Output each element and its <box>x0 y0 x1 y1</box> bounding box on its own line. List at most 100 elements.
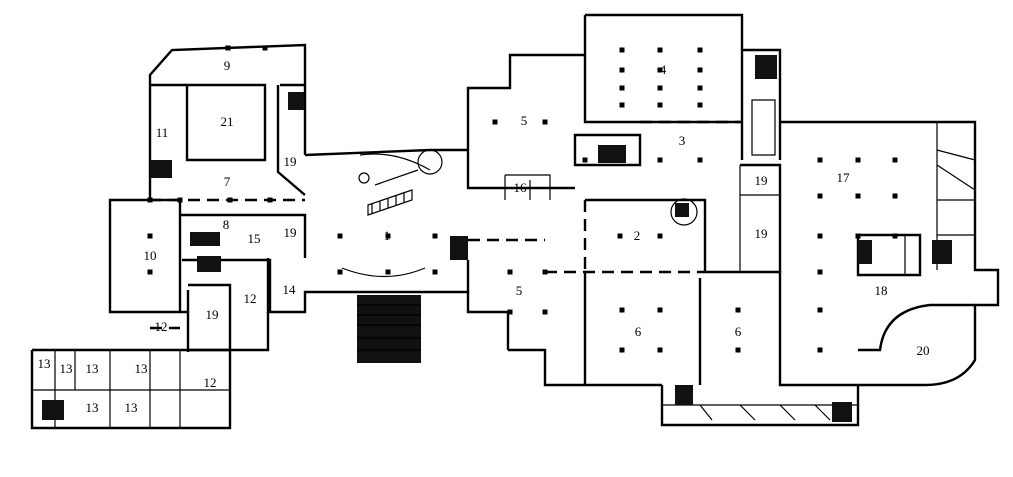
room-label-5: 5 <box>521 113 528 128</box>
structural-column <box>697 157 703 163</box>
room-label-13: 13 <box>38 356 51 371</box>
stair-core <box>197 256 221 272</box>
structural-column <box>147 233 153 239</box>
structural-column <box>337 233 343 239</box>
structural-column <box>619 347 625 353</box>
structural-column <box>492 119 498 125</box>
structural-column <box>657 307 663 313</box>
structural-column <box>619 47 625 53</box>
structural-column <box>432 269 438 275</box>
structural-column <box>147 197 153 203</box>
structural-column <box>892 193 898 199</box>
room-label-9: 9 <box>224 58 231 73</box>
room-label-6: 6 <box>735 324 742 339</box>
room-label-14: 14 <box>283 282 297 297</box>
structural-column <box>817 269 823 275</box>
structural-column <box>657 157 663 163</box>
structural-column <box>542 309 548 315</box>
stair-core <box>675 385 693 405</box>
stair-core <box>150 160 172 178</box>
stair-core <box>190 232 220 246</box>
room-label-11: 11 <box>156 125 169 140</box>
room-label-7: 7 <box>224 174 231 189</box>
room-label-6: 6 <box>635 324 642 339</box>
room-label-13: 13 <box>135 361 148 376</box>
structural-column <box>657 347 663 353</box>
structural-column <box>337 269 343 275</box>
structural-column <box>855 233 861 239</box>
structural-column <box>177 197 183 203</box>
room-label-3: 3 <box>679 133 686 148</box>
room-label-19: 19 <box>755 226 768 241</box>
structural-column <box>735 307 741 313</box>
structural-column <box>507 309 513 315</box>
structural-column <box>697 67 703 73</box>
stair-core <box>42 400 64 420</box>
structural-column <box>697 47 703 53</box>
room-label-18: 18 <box>875 283 888 298</box>
room-label-12: 12 <box>155 319 168 334</box>
structural-column <box>582 157 588 163</box>
entrance-stair <box>357 295 421 363</box>
stair-core <box>832 402 852 422</box>
stair-core <box>755 55 777 79</box>
room-label-4: 4 <box>660 62 667 77</box>
room-label-19: 19 <box>284 225 297 240</box>
structural-column <box>892 157 898 163</box>
room-label-20: 20 <box>917 343 930 358</box>
structural-column <box>817 157 823 163</box>
room-label-13: 13 <box>86 400 99 415</box>
stair-cores <box>42 55 952 422</box>
spiral-stair <box>417 149 443 175</box>
structural-column <box>542 269 548 275</box>
structural-column <box>817 233 823 239</box>
room-label-16: 16 <box>514 180 528 195</box>
stair-core <box>598 145 626 163</box>
structural-column <box>817 307 823 313</box>
structural-column <box>225 45 231 51</box>
room-label-10: 10 <box>144 248 157 263</box>
structural-column <box>619 102 625 108</box>
structural-column <box>507 269 513 275</box>
structural-column <box>817 347 823 353</box>
structural-column <box>657 102 663 108</box>
structural-column <box>735 347 741 353</box>
structural-column <box>619 307 625 313</box>
structural-column <box>385 269 391 275</box>
room-label-19: 19 <box>755 173 768 188</box>
room-label-21: 21 <box>221 114 234 129</box>
room-label-12: 12 <box>244 291 257 306</box>
structural-column <box>147 269 153 275</box>
room-label-13: 13 <box>60 361 73 376</box>
room-label-13: 13 <box>86 361 99 376</box>
stair-core <box>932 240 952 264</box>
spiral-stair <box>670 198 698 226</box>
room-label-15: 15 <box>248 231 261 246</box>
room-label-1: 1 <box>384 228 391 243</box>
structural-column <box>855 157 861 163</box>
room-label-8: 8 <box>223 217 230 232</box>
structural-column <box>617 233 623 239</box>
stair-core <box>450 236 468 260</box>
structural-column <box>657 47 663 53</box>
room-label-13: 13 <box>125 400 138 415</box>
room-label-5: 5 <box>516 283 523 298</box>
structural-column <box>892 233 898 239</box>
structural-column <box>657 85 663 91</box>
structural-column <box>697 102 703 108</box>
structural-column <box>385 233 391 239</box>
room-labels: 1 2 3 4 5 5 6 6 7 8 9 10 11 12 12 12 13 … <box>38 58 930 415</box>
structural-column <box>267 197 273 203</box>
room-label-17: 17 <box>837 170 851 185</box>
structural-column <box>817 193 823 199</box>
structural-column <box>697 85 703 91</box>
escalator <box>367 189 413 216</box>
column-grid <box>147 45 898 353</box>
stair-core <box>858 240 872 264</box>
stair-core <box>288 92 304 110</box>
structural-column <box>619 85 625 91</box>
structural-column <box>542 119 548 125</box>
room-label-2: 2 <box>634 228 641 243</box>
walls <box>30 13 1000 430</box>
